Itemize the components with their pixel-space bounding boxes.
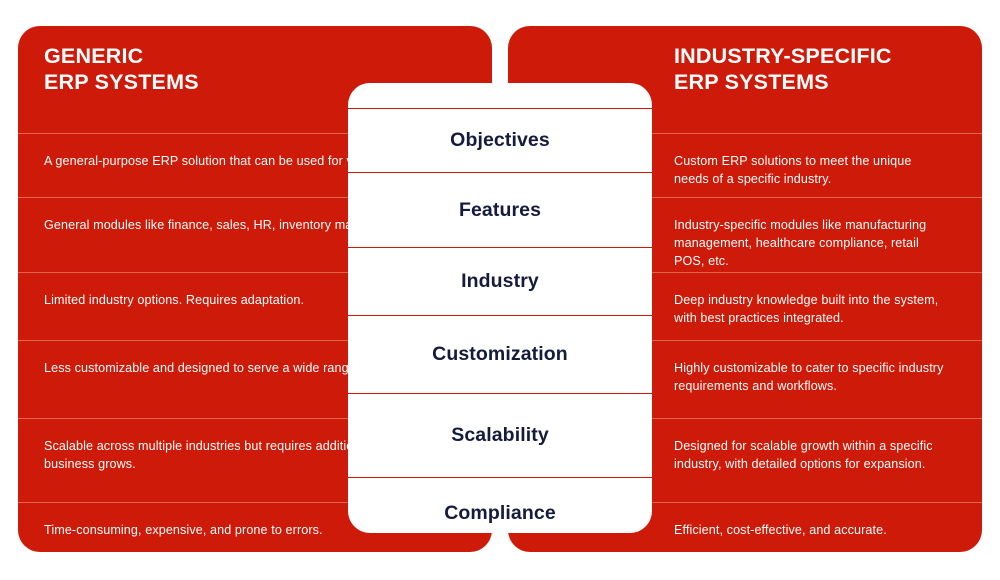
industry-specific-erp-cell: Industry-specific modules like manufactu… <box>674 218 927 268</box>
table-row: Limited industry options. Requires adapt… <box>18 272 492 340</box>
category-row: Industry <box>348 247 652 315</box>
table-row: Designed for scalable growth within a sp… <box>508 418 982 502</box>
generic-erp-cell: Scalable across multiple industries but … <box>44 439 449 471</box>
industry-specific-erp-rows: Custom ERP solutions to meet the unique … <box>508 108 982 552</box>
table-row: Time-consuming, expensive, and prone to … <box>18 502 492 574</box>
table-row: Less customizable and designed to serve … <box>18 340 492 418</box>
table-row: Highly customizable to cater to specific… <box>508 340 982 418</box>
table-row: Industry-specific modules like manufactu… <box>508 197 982 272</box>
category-column: Objectives Features Industry Customizati… <box>348 83 652 533</box>
table-row: Custom ERP solutions to meet the unique … <box>508 133 982 197</box>
category-row: Features <box>348 172 652 247</box>
table-row: Efficient, cost-effective, and accurate. <box>508 502 982 574</box>
category-label: Industry <box>461 270 539 292</box>
category-label: Customization <box>432 343 568 365</box>
category-row: Compliance <box>348 477 652 533</box>
generic-erp-header: GENERIC ERP SYSTEMS <box>18 26 492 108</box>
table-row: Scalable across multiple industries but … <box>18 418 492 502</box>
generic-erp-cell: Limited industry options. Requires adapt… <box>44 293 305 307</box>
category-row: Scalability <box>348 393 652 477</box>
generic-erp-title: GENERIC ERP SYSTEMS <box>44 44 199 94</box>
industry-specific-erp-cell: Deep industry knowledge built into the s… <box>674 293 939 325</box>
industry-specific-erp-cell: Efficient, cost-effective, and accurate. <box>674 523 887 537</box>
industry-specific-erp-cell: Designed for scalable growth within a sp… <box>674 439 933 471</box>
table-row: Deep industry knowledge built into the s… <box>508 272 982 340</box>
category-label: Compliance <box>444 502 556 524</box>
industry-specific-erp-cell: Custom ERP solutions to meet the unique … <box>674 154 912 186</box>
category-row: Objectives <box>348 108 652 172</box>
industry-specific-erp-header: INDUSTRY-SPECIFIC ERP SYSTEMS <box>508 26 982 108</box>
industry-specific-erp-cell: Highly customizable to cater to specific… <box>674 361 944 393</box>
category-row: Customization <box>348 315 652 393</box>
table-row: General modules like finance, sales, HR,… <box>18 197 492 272</box>
generic-erp-cell: Time-consuming, expensive, and prone to … <box>44 523 323 537</box>
category-label: Features <box>458 198 542 221</box>
generic-erp-cell: Less customizable and designed to serve … <box>44 361 442 375</box>
industry-specific-erp-title: INDUSTRY-SPECIFIC ERP SYSTEMS <box>674 44 892 94</box>
generic-erp-cell: General modules like finance, sales, HR,… <box>44 218 438 232</box>
category-label: Scalability <box>451 424 549 446</box>
category-label: Objectives <box>450 129 550 151</box>
